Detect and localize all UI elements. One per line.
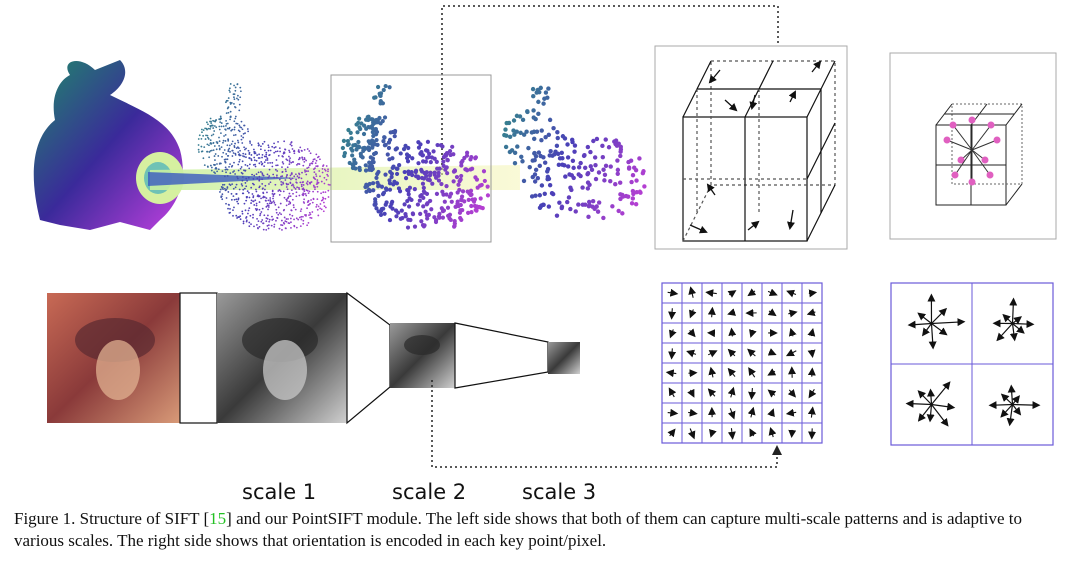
scale-2-label: scale 2 [392, 480, 467, 504]
keypoint-cube [935, 103, 1023, 206]
orientation-cube [682, 60, 836, 242]
dotted-connector-bottom-arrow-icon [772, 445, 782, 455]
cube-panel [654, 45, 848, 250]
figure-caption: Figure 1. Structure of SIFT [15] and our… [14, 508, 1076, 552]
caption-suffix: ] and our PointSIFT module. The left sid… [14, 509, 1023, 550]
bunny-dense-points [197, 83, 331, 231]
gradient-grid [661, 282, 823, 444]
lena-gray-image-scale-2 [390, 323, 455, 388]
dotted-connector-top [441, 5, 779, 175]
caption-prefix: Figure 1. Structure of SIFT [ [14, 509, 210, 528]
figure-illustration [33, 5, 1057, 468]
cube-orientation-arrows [689, 60, 822, 234]
crop-frame [330, 74, 492, 243]
scale-1-label: scale 1 [242, 480, 317, 504]
caption-citation-link[interactable]: 15 [209, 509, 227, 528]
keypoint-star [943, 116, 1001, 186]
bunny-sparser-points [502, 85, 647, 221]
orientation-histograms [890, 282, 1054, 446]
keypoint-panel [889, 52, 1057, 240]
scale-3-label: scale 3 [522, 480, 597, 504]
bunny-sparse-points [340, 83, 491, 230]
bunny-solid [33, 60, 184, 230]
lena-gray-image-scale-3 [548, 342, 580, 374]
